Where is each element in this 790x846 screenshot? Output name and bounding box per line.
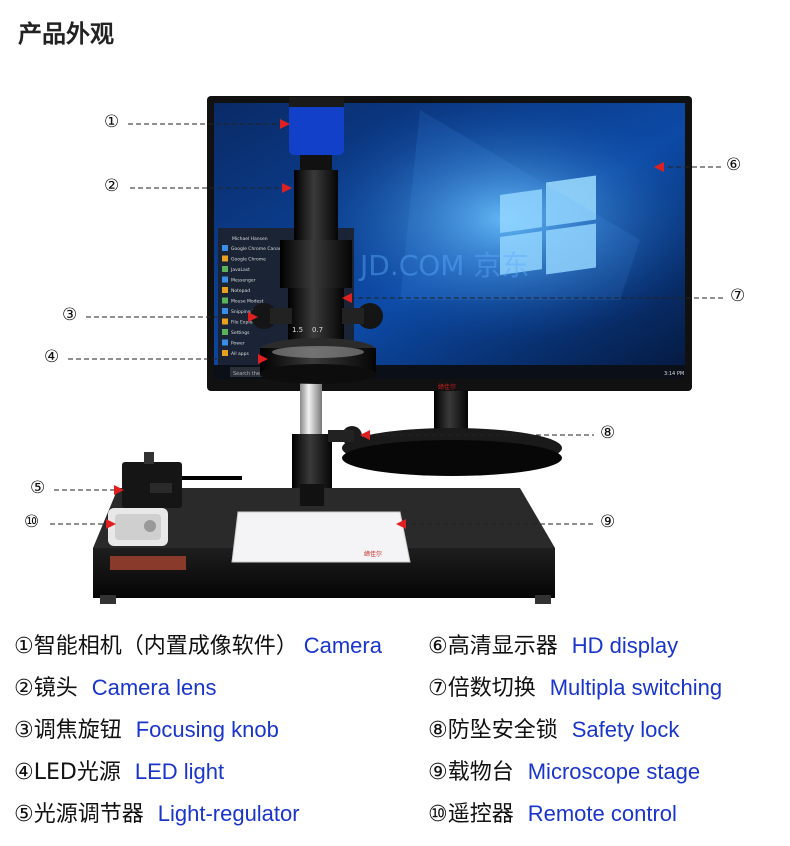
callout-9: ⑨: [600, 512, 616, 532]
start-item-icon: [222, 255, 228, 262]
start-item-icon: [222, 245, 228, 251]
legend-en: Microscope stage: [527, 759, 701, 784]
callout-2: ②: [104, 176, 120, 196]
legend-cn: ⑩遥控器: [428, 802, 514, 827]
legend-item: ③调焦旋钮 Focusing knob: [14, 712, 279, 744]
product-photo: Search the web and Windows 3:14 PM Micha…: [50, 96, 726, 604]
legend-cn: ③调焦旋钮: [14, 718, 122, 743]
start-item: Google Chrome: [231, 257, 266, 263]
legend-item: ⑦倍数切换 Multipla switching: [428, 670, 722, 702]
start-user: Michael Hansen: [232, 236, 268, 242]
start-item: Messenger: [231, 278, 256, 284]
start-item-icon: [222, 339, 228, 346]
start-item-icon: [222, 287, 228, 293]
start-item: Settings: [231, 330, 250, 336]
remote-control: [108, 508, 168, 546]
start-item-icon: [222, 318, 228, 325]
start-item-icon: [222, 266, 228, 272]
start-item: File Explorer: [231, 320, 259, 326]
legend-en: Remote control: [527, 801, 677, 826]
legend-en: Camera: [303, 633, 382, 658]
legend-item: ⑧防坠安全锁 Safety lock: [428, 712, 679, 744]
legend-item: ⑨载物台 Microscope stage: [428, 754, 700, 786]
legend-cn: ⑧防坠安全锁: [428, 718, 558, 743]
legend-en: LED light: [134, 759, 225, 784]
legend-en: Light-regulator: [157, 801, 300, 826]
legend-en: Focusing knob: [135, 717, 279, 742]
legend-item: ①智能相机（内置成像软件）Camera: [14, 628, 382, 660]
legend-item: ⑩遥控器 Remote control: [428, 796, 677, 828]
windows-logo: [500, 175, 596, 275]
legend-cn: ④LED光源: [14, 760, 121, 785]
callout-10: ⑩: [24, 512, 40, 532]
page-title: 产品外观: [18, 20, 114, 48]
light-regulator: [122, 452, 242, 508]
legend-item: ⑥高清显示器 HD display: [428, 628, 678, 660]
start-item: Google Chrome Canary: [231, 246, 284, 252]
legend-en: Safety lock: [571, 717, 680, 742]
start-item-icon: [222, 297, 228, 304]
start-item-icon: [222, 329, 228, 335]
monitor-brand: 缔佳尔: [438, 383, 456, 391]
callout-1: ①: [104, 112, 120, 132]
start-item: JavaLast: [230, 267, 250, 273]
stage-brand: 缔佳尔: [364, 550, 382, 558]
legend-en: Multipla switching: [549, 675, 723, 700]
lens-scale-2: 0.7: [312, 326, 323, 334]
legend-cn: ⑦倍数切换: [428, 676, 536, 701]
start-item-icon: [222, 350, 228, 356]
microscope-pillar: [292, 375, 362, 506]
microscope-base: 缔佳尔: [93, 488, 555, 604]
legend-item: ④LED光源 LED light: [14, 754, 224, 786]
legend-cn: ①智能相机（内置成像软件）: [14, 634, 298, 659]
legend-cn: ②镜头: [14, 676, 78, 701]
legend-en: HD display: [571, 633, 679, 658]
start-item-icon: [222, 276, 228, 283]
callout-lines: [50, 123, 726, 525]
lens-scale-1: 1.5: [292, 326, 303, 334]
callout-7: ⑦: [730, 286, 746, 306]
hd-monitor: Search the web and Windows 3:14 PM Micha…: [207, 96, 692, 476]
taskbar-time: 3:14 PM: [664, 371, 684, 377]
legend-cn: ⑤光源调节器: [14, 802, 144, 827]
legend-item: ⑤光源调节器 Light-regulator: [14, 796, 300, 828]
legend-en: Camera lens: [91, 675, 217, 700]
microscope-head: 1.5 0.7: [251, 97, 383, 384]
start-item: Mouse Modest: [231, 299, 264, 305]
legend-cn: ⑥高清显示器: [428, 634, 558, 659]
callout-3: ③: [62, 305, 78, 325]
callout-8: ⑧: [600, 423, 616, 443]
start-item: Power: [231, 341, 245, 347]
start-item: Notepad: [231, 288, 250, 294]
start-item-icon: [222, 308, 228, 314]
start-item: Snipping Tool: [231, 309, 261, 315]
start-item: All apps: [231, 351, 249, 357]
callout-6: ⑥: [726, 155, 742, 175]
callout-4: ④: [44, 347, 60, 367]
callout-5: ⑤: [30, 478, 46, 498]
legend-cn: ⑨载物台: [428, 760, 514, 785]
watermark: JD.COM 京东: [358, 249, 529, 282]
callout-arrows: [106, 119, 664, 529]
legend-item: ②镜头 Camera lens: [14, 670, 216, 702]
